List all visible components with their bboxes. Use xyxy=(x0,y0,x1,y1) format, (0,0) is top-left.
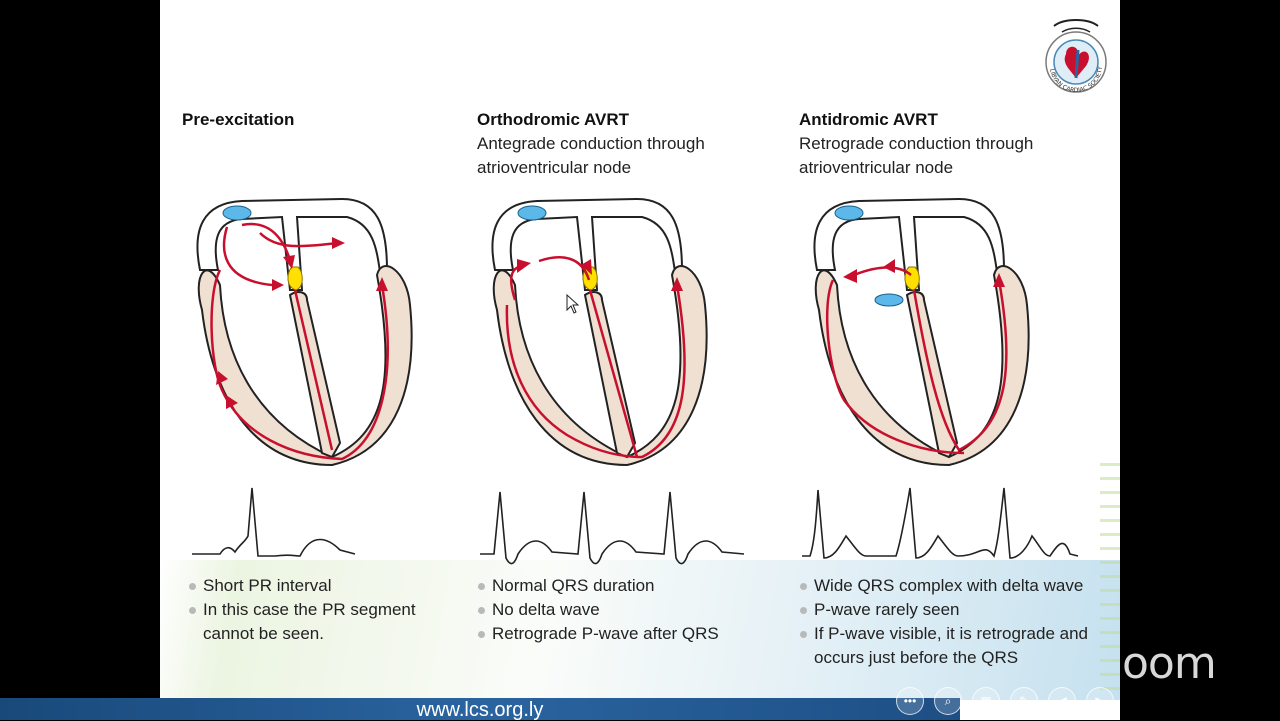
ecg-trace-antidromic xyxy=(802,487,1079,559)
subtitle-orthodromic: Antegrade conduction through atrioventri… xyxy=(477,134,705,177)
footer-watermark xyxy=(160,560,1120,700)
zoom-watermark: oom xyxy=(1122,638,1217,689)
list-item: Retrograde P-wave after QRS xyxy=(478,622,778,646)
footer-url[interactable]: www.lcs.org.ly xyxy=(416,699,544,721)
subtitle-antidromic: Retrograde conduction through atrioventr… xyxy=(799,134,1034,177)
list-item: Short PR interval xyxy=(189,574,449,598)
slides-icon[interactable]: ▦ xyxy=(972,687,1000,715)
pen-icon[interactable]: ✎ xyxy=(1010,687,1038,715)
prev-icon[interactable]: ◀ xyxy=(1048,687,1076,715)
list-item: Wide QRS complex with delta wave xyxy=(800,574,1118,598)
zoom-icon[interactable]: ⌕ xyxy=(934,687,962,715)
slideshow-controls: ••• ⌕ ▦ ✎ ◀ ▶ xyxy=(896,687,1120,715)
bullets-orthodromic: Normal QRS duration No delta wave Retrog… xyxy=(478,574,778,646)
ecg-trace-pre-excitation xyxy=(192,487,356,557)
title-antidromic: Antidromic AVRT xyxy=(799,110,938,129)
mouse-cursor-icon xyxy=(566,293,580,314)
more-icon[interactable]: ••• xyxy=(896,687,924,715)
footer-bar xyxy=(0,698,960,720)
heart-diagram-antidromic xyxy=(813,197,1030,467)
society-logo: LIBYAN CARDIAC SOCIETY xyxy=(1045,19,1107,94)
heart-diagram-pre-excitation xyxy=(196,197,413,467)
bullets-antidromic: Wide QRS complex with delta wave P-wave … xyxy=(800,574,1118,670)
list-item: P-wave rarely seen xyxy=(800,598,1118,622)
list-item: Normal QRS duration xyxy=(478,574,778,598)
decorative-stripes xyxy=(1100,460,1120,690)
list-item: If P-wave visible, it is retrograde and … xyxy=(800,622,1118,670)
title-orthodromic: Orthodromic AVRT xyxy=(477,110,630,129)
title-pre-excitation: Pre-excitation xyxy=(182,110,295,129)
heart-diagram-orthodromic xyxy=(491,197,708,467)
bullets-pre-excitation: Short PR interval In this case the PR se… xyxy=(189,574,449,646)
list-item: No delta wave xyxy=(478,598,778,622)
ecg-trace-orthodromic xyxy=(480,491,745,565)
next-icon[interactable]: ▶ xyxy=(1086,687,1114,715)
list-item: In this case the PR segment cannot be se… xyxy=(189,598,443,646)
